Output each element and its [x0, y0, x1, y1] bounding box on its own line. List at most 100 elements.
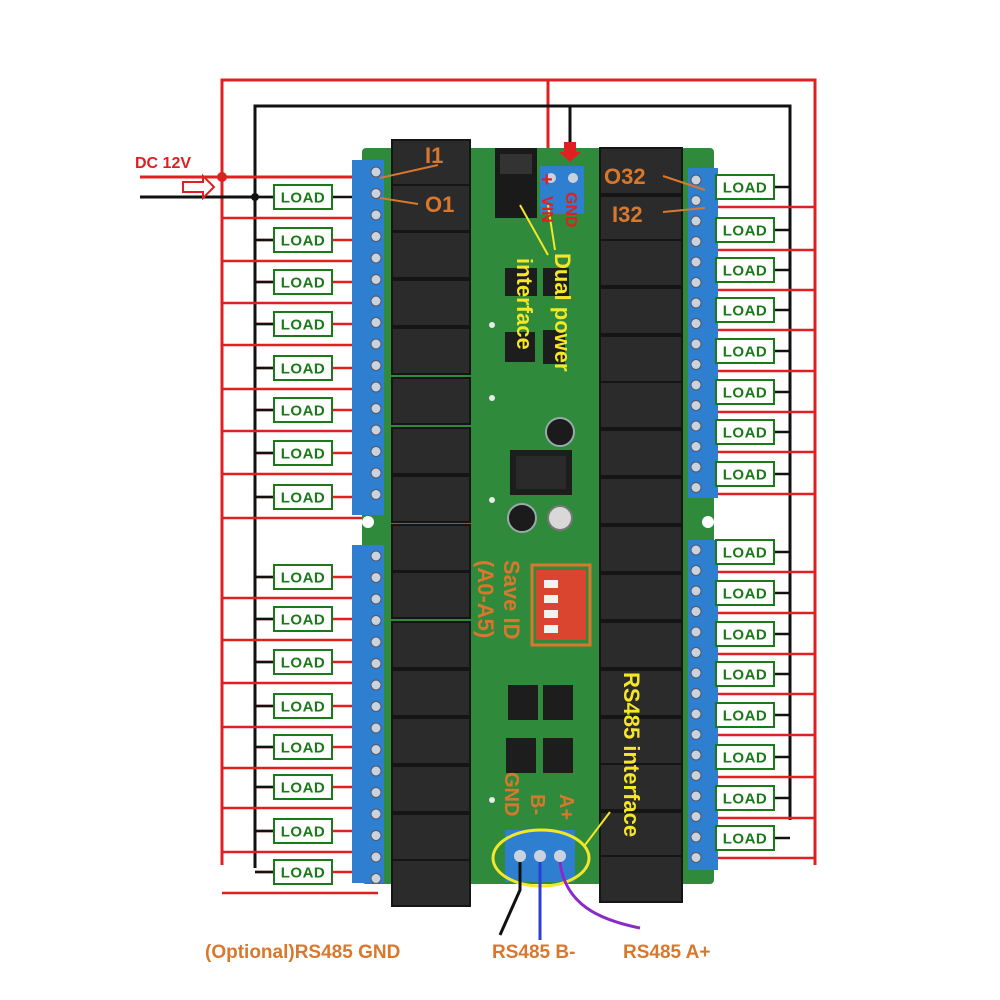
label-interface: interface: [512, 258, 537, 350]
rs485-a-wire: [558, 861, 641, 930]
relay: [391, 813, 471, 861]
label-i1: I1: [425, 143, 443, 168]
relay: [391, 427, 471, 475]
label-rs485-interface: RS485 interface: [619, 672, 644, 837]
relay: [599, 477, 683, 525]
load-box: LOAD: [715, 825, 775, 851]
load-label: LOAD: [281, 233, 326, 250]
load-label: LOAD: [723, 425, 768, 442]
load-label: LOAD: [281, 317, 326, 334]
red-outer-wire: [220, 78, 550, 865]
relay: [599, 855, 683, 903]
relay: [391, 621, 471, 669]
load-label: LOAD: [723, 545, 768, 562]
load-box: LOAD: [273, 859, 333, 885]
load-boxes: LOAD LOAD LOAD LOAD LOAD LOAD LOAD LOAD LOAD LOAD…: [273, 174, 775, 885]
relay-columns: [391, 139, 683, 907]
relay: [599, 763, 683, 811]
load-label: LOAD: [281, 446, 326, 463]
label-save-id: Save ID: [499, 560, 524, 640]
red-outer-wire-right: [548, 78, 817, 865]
rs485-gnd-wire: [498, 862, 522, 936]
load-label: LOAD: [723, 180, 768, 197]
black-inner-wire-right: [570, 104, 792, 820]
load-box: LOAD: [273, 355, 333, 381]
load-label: LOAD: [281, 190, 326, 207]
load-box: LOAD: [715, 580, 775, 606]
load-box: LOAD: [273, 227, 333, 253]
load-label: LOAD: [281, 361, 326, 378]
relay: [599, 811, 683, 859]
relay: [391, 571, 471, 619]
relay: [599, 717, 683, 765]
load-box: LOAD: [273, 484, 333, 510]
load-label: LOAD: [281, 403, 326, 420]
load-box: LOAD: [273, 564, 333, 590]
label-vin: VIN: [538, 196, 555, 223]
load-label: LOAD: [723, 627, 768, 644]
relay: [599, 335, 683, 383]
relay: [391, 669, 471, 717]
relay: [599, 381, 683, 429]
relay: [599, 195, 683, 243]
label-i32: I32: [612, 202, 643, 227]
load-label: LOAD: [281, 699, 326, 716]
load-box: LOAD: [715, 744, 775, 770]
bottom-label-optional-gnd: (Optional)RS485 GND: [205, 942, 400, 963]
load-label: LOAD: [723, 344, 768, 361]
label-rs485-b-pin: B-: [526, 794, 548, 815]
relay: [391, 524, 471, 572]
relay: [391, 327, 471, 375]
load-box: LOAD: [715, 338, 775, 364]
load-label: LOAD: [723, 791, 768, 808]
load-box: LOAD: [715, 539, 775, 565]
load-box: LOAD: [715, 257, 775, 283]
relay: [599, 525, 683, 573]
load-label: LOAD: [281, 824, 326, 841]
relay: [391, 231, 471, 279]
relay: [599, 147, 683, 195]
relay: [391, 475, 471, 523]
load-box: LOAD: [715, 461, 775, 487]
load-label: LOAD: [723, 831, 768, 848]
load-box: LOAD: [273, 734, 333, 760]
load-box: LOAD: [273, 184, 333, 210]
label-o1: O1: [425, 192, 454, 217]
relay: [599, 669, 683, 717]
load-box: LOAD: [273, 693, 333, 719]
load-box: LOAD: [715, 379, 775, 405]
load-label: LOAD: [281, 275, 326, 292]
load-box: LOAD: [273, 774, 333, 800]
load-label: LOAD: [281, 780, 326, 797]
load-box: LOAD: [715, 785, 775, 811]
load-box: LOAD: [715, 661, 775, 687]
dip-switch: [536, 570, 586, 640]
load-label: LOAD: [281, 655, 326, 672]
load-label: LOAD: [281, 490, 326, 507]
relay: [391, 717, 471, 765]
load-label: LOAD: [723, 750, 768, 767]
load-box: LOAD: [273, 269, 333, 295]
load-box: LOAD: [273, 311, 333, 337]
load-label: LOAD: [723, 708, 768, 725]
load-label: LOAD: [281, 865, 326, 882]
relay: [391, 377, 471, 425]
relay: [599, 239, 683, 287]
load-box: LOAD: [715, 174, 775, 200]
relay: [599, 429, 683, 477]
power-loop-wires: [140, 78, 817, 868]
load-label: LOAD: [281, 612, 326, 629]
label-save-id-range: (A0-A5): [473, 560, 498, 638]
relay: [391, 859, 471, 907]
label-gnd-power: GND: [562, 192, 579, 228]
relay: [599, 287, 683, 335]
load-label: LOAD: [723, 467, 768, 484]
load-box: LOAD: [715, 217, 775, 243]
relay: [391, 279, 471, 327]
load-label: LOAD: [281, 570, 326, 587]
load-box: LOAD: [715, 621, 775, 647]
capacitor: [545, 417, 575, 447]
load-label: LOAD: [723, 303, 768, 320]
capacitor: [507, 503, 537, 533]
